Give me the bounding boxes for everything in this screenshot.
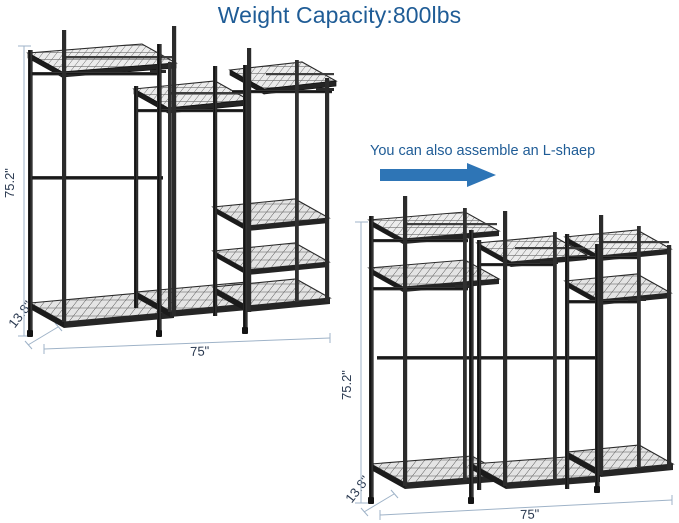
left-unit-dimension-lines: [18, 45, 331, 354]
left-tower-shelf-upper: [211, 198, 331, 231]
left-hanging-rods: [31, 56, 334, 180]
left-shelf-top-b: [132, 80, 251, 114]
right-unit-group: [355, 196, 675, 520]
left-tower-shelf-lower: [211, 242, 331, 275]
right-arrow-icon: [380, 163, 496, 187]
left-unit-posts-front: [28, 44, 248, 336]
left-unit-feet: [27, 327, 248, 337]
right-unit-dimension-lines: [355, 221, 673, 520]
right-unit-posts-back: [403, 196, 672, 486]
right-unit-feet: [368, 486, 600, 504]
left-bottom-shelf-c: [211, 278, 332, 312]
left-unit-group: [18, 26, 338, 354]
left-unit-posts-back: [62, 26, 330, 322]
right-bottom-shelf-c: [565, 444, 675, 477]
right-unit-posts-front: [369, 216, 600, 503]
